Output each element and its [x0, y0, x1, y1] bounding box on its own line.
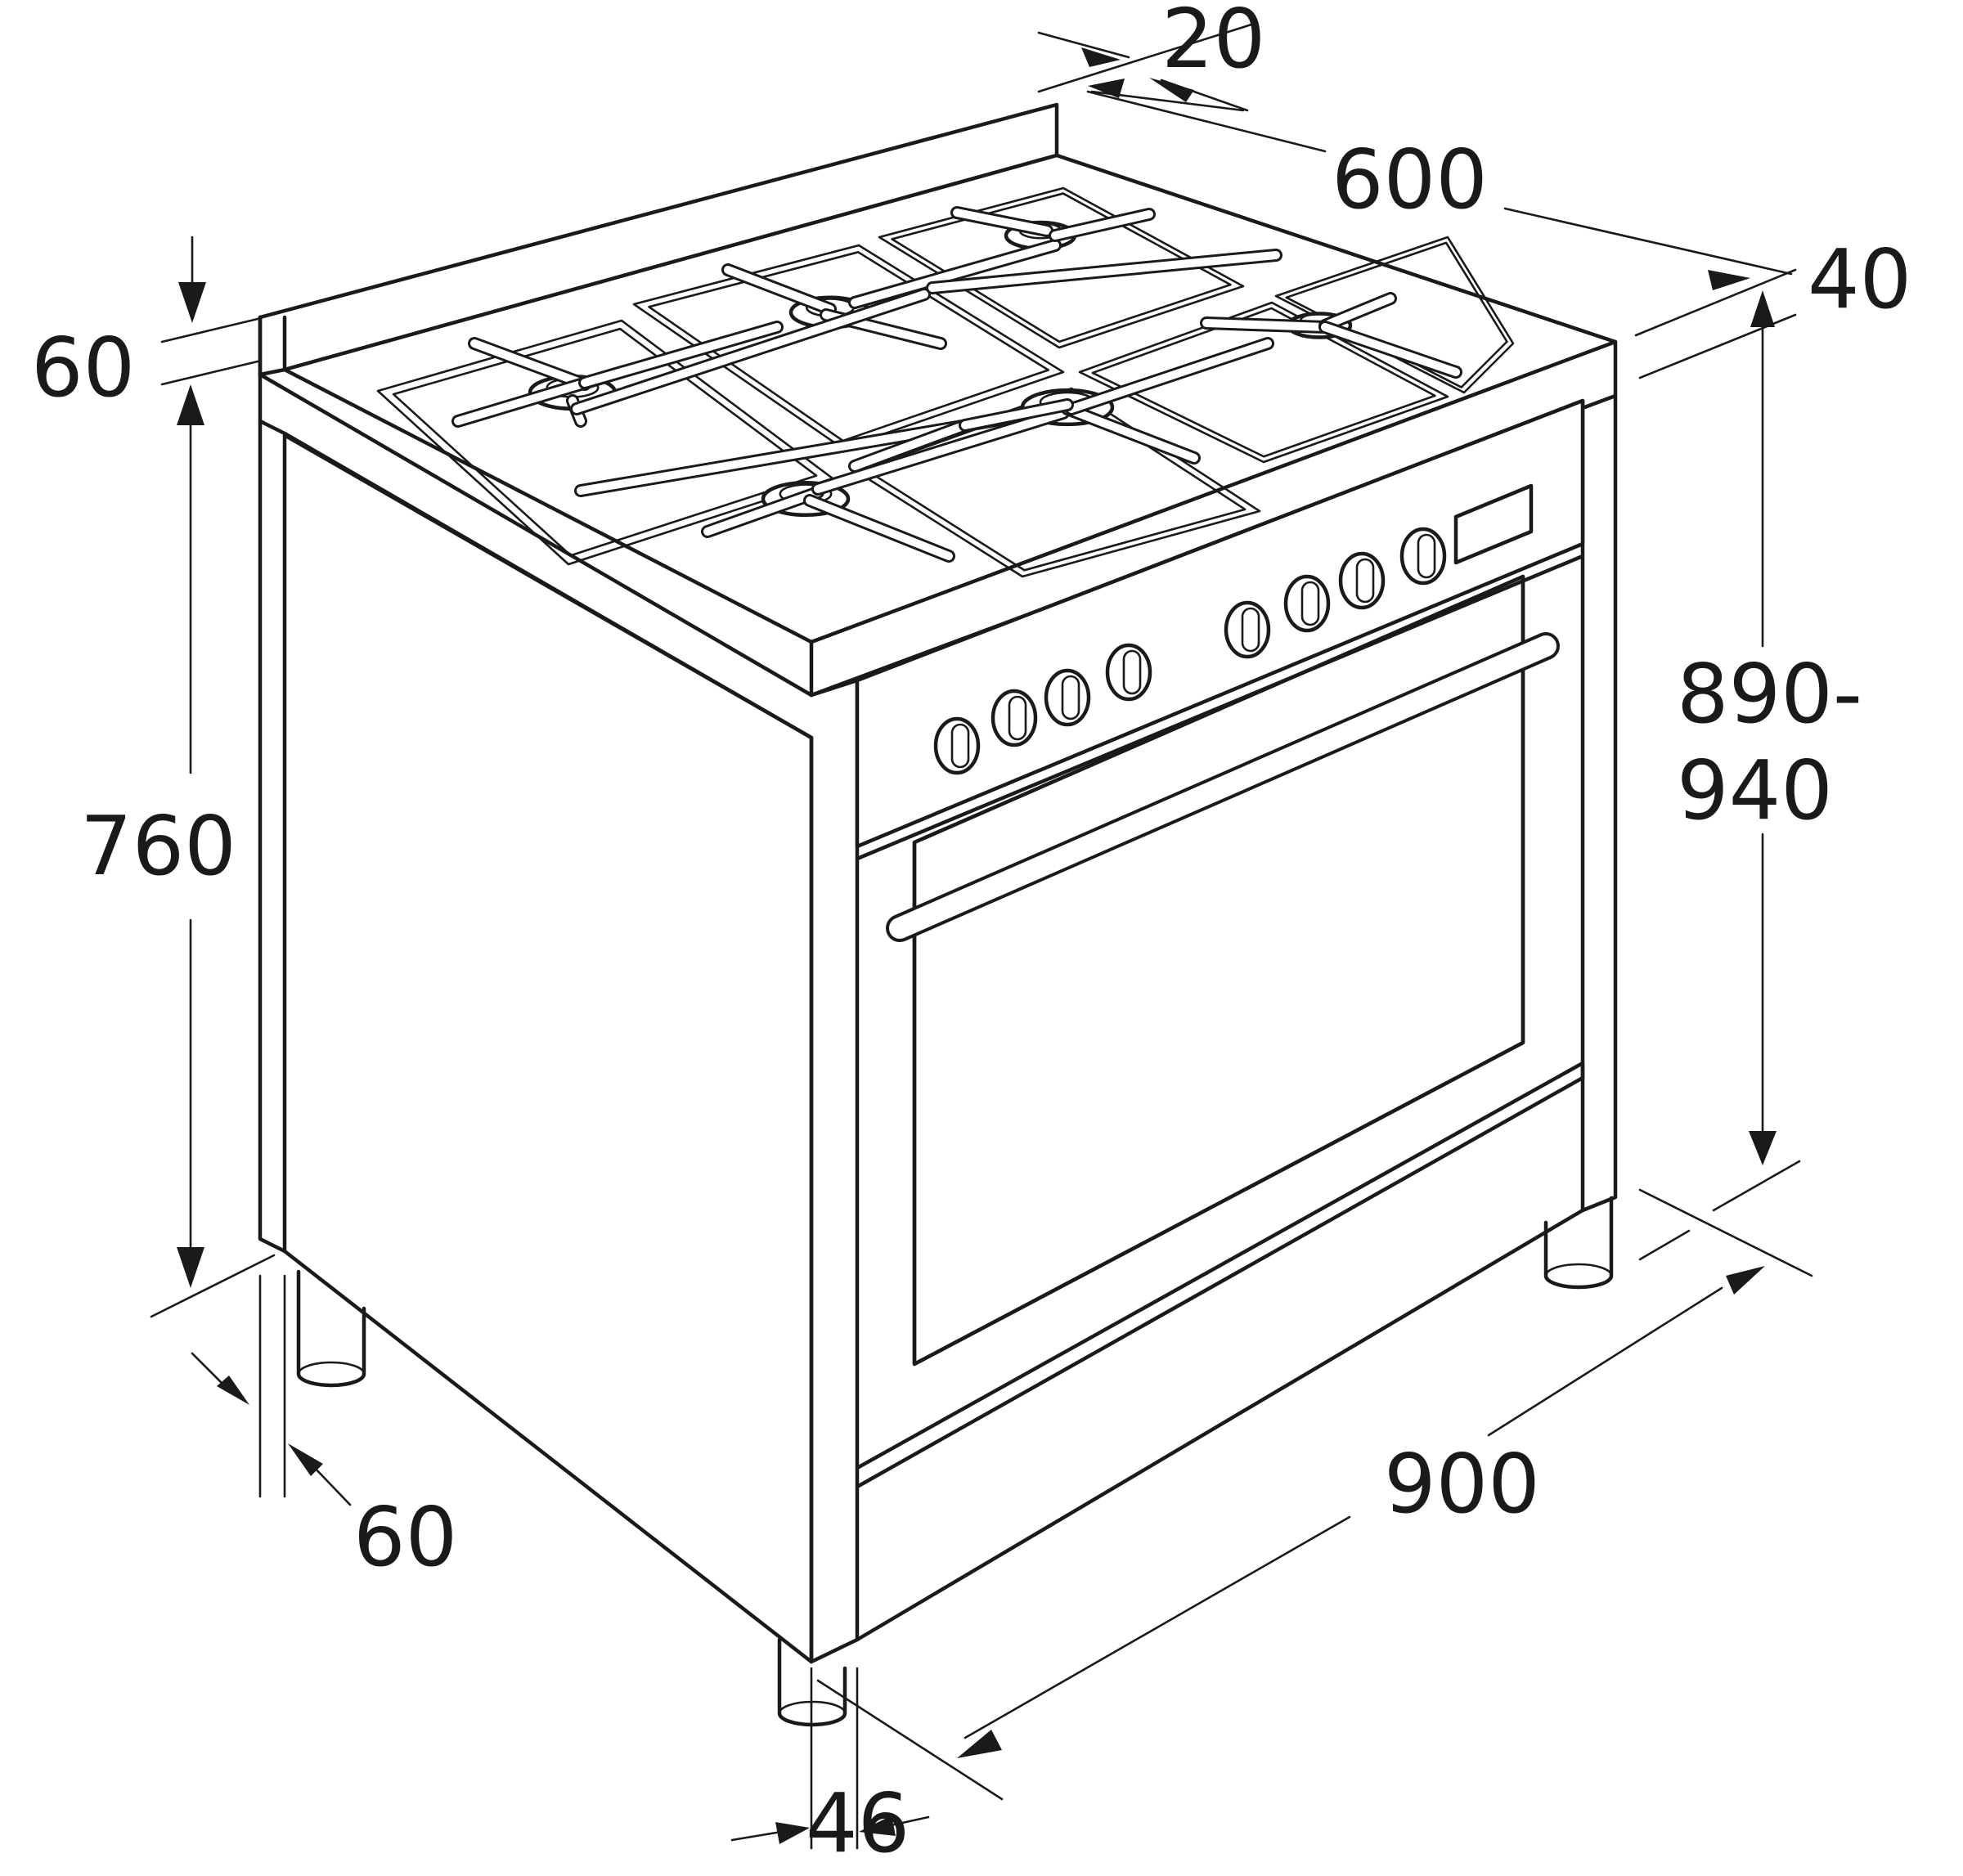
dimension-arrows: [177, 47, 1777, 1844]
grate-bar-fill-16: [1063, 405, 1198, 462]
control-knob-3: [1044, 668, 1091, 727]
grate-bar-fill-17: [1067, 339, 1272, 413]
grate-bar-fill-10: [573, 290, 928, 413]
knob-grip: [1241, 607, 1260, 653]
grate-bar-fill-4: [724, 266, 834, 313]
grate-bar-fill-1: [470, 339, 589, 388]
control-panel: [855, 398, 1585, 849]
grate-section-inner-5: [1091, 307, 1436, 458]
grate-bar-fill-13: [703, 488, 822, 536]
oven-door-glass: [912, 574, 1525, 1367]
grate-section-inner-3: [891, 192, 1232, 343]
grate-section-2: [632, 244, 1065, 450]
knob-grip: [1122, 649, 1142, 695]
knob-grip: [950, 723, 970, 769]
dim-total-height-line2: 940: [1677, 743, 1833, 838]
control-knob-5: [1224, 600, 1271, 659]
display-window: [1453, 483, 1534, 565]
dim-right-edge-label: 40: [1808, 231, 1912, 327]
grate-bar-fill-21: [851, 421, 969, 470]
knob-grip: [1061, 675, 1080, 720]
grate-section-inner-2: [648, 251, 1050, 442]
grate-bar-fill-22: [961, 401, 1071, 429]
dim-body-height-label: 760: [80, 798, 236, 894]
dim-hob-depth-label: 600: [1332, 132, 1488, 227]
grate-bar-fill-7: [1051, 210, 1153, 240]
front-frame: [809, 678, 860, 1664]
dim-foot-offset-label: 46: [806, 1775, 910, 1871]
dim-total-height-line1: 890-: [1677, 646, 1862, 742]
grate-bar-fill-5: [851, 241, 1059, 307]
knob-grip: [1008, 695, 1027, 741]
control-knob-4: [1105, 643, 1152, 702]
dim-upstand-depth-label: 20: [1161, 0, 1266, 87]
grate-section-inner-1: [392, 327, 818, 557]
grate-section-3: [878, 186, 1245, 349]
grate-bar-fill-20: [1321, 323, 1460, 376]
control-knob-8: [1399, 527, 1447, 586]
grate-bar-fill-11: [928, 251, 1280, 292]
grate-bar-fill-18: [1202, 319, 1329, 331]
grate-section-6: [1274, 236, 1515, 394]
cooker-outline: [258, 102, 1618, 1727]
grate-bar-fill-6: [953, 209, 1051, 235]
control-knobs: [933, 527, 1447, 775]
grate-bar-fill-15: [814, 409, 1067, 493]
grate-bar-fill-3: [581, 323, 781, 387]
control-knob-6: [1283, 574, 1331, 633]
grate-bar-fill-14: [806, 496, 953, 560]
control-knob-2: [990, 689, 1038, 747]
dimension-lines: [150, 23, 1813, 1850]
left-side-panel: [258, 419, 287, 1254]
hob-details: [376, 186, 1515, 578]
dim-upstand-height-label: 60: [31, 320, 136, 415]
knob-grip: [1300, 581, 1320, 626]
dim-foot-setback-label: 60: [353, 1489, 458, 1585]
knob-grip: [1417, 533, 1436, 579]
control-knob-1: [933, 716, 981, 775]
control-knob-7: [1338, 551, 1386, 610]
grate-bar-fill-19: [1321, 294, 1395, 330]
knob-grip: [1355, 558, 1375, 604]
dim-width-label: 900: [1384, 1436, 1540, 1532]
dim-total-height-label: 890- 940: [1677, 646, 1862, 839]
